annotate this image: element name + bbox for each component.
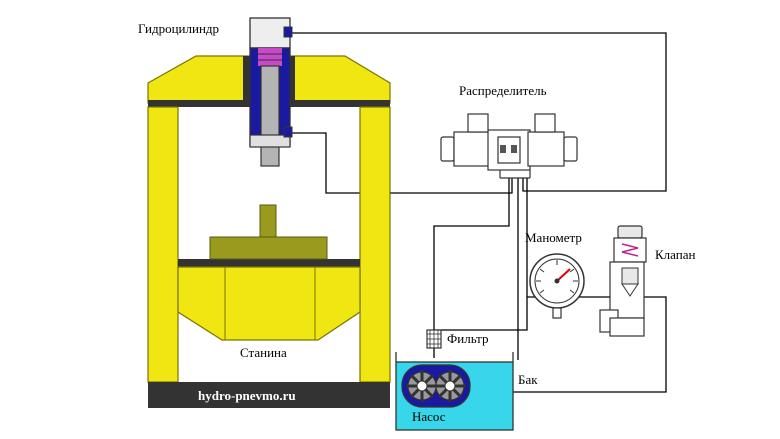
pipe-pressure-line-to-gauge xyxy=(434,178,528,331)
pipe-cylinder-top-to-distributor xyxy=(290,32,667,192)
label-website: hydro-pnevmo.ru xyxy=(198,388,296,403)
solenoid-valve-icon xyxy=(440,113,578,179)
pipe-pump-to-distributor xyxy=(433,178,510,358)
label-filter: Фильтр xyxy=(447,331,489,346)
filter-icon xyxy=(426,329,442,349)
gear-pump-icon xyxy=(401,364,471,408)
label-manometer: Манометр xyxy=(525,230,582,245)
relief-valve-icon xyxy=(599,225,647,337)
label-pump: Насос xyxy=(412,409,446,424)
label-cylinder: Гидроцилиндр xyxy=(138,21,219,36)
label-distributor: Распределитель xyxy=(459,83,547,98)
pipe-valve-drain xyxy=(513,296,667,393)
pipe-cylinder-bottom-to-distributor xyxy=(290,132,513,194)
frame-base xyxy=(148,382,390,408)
label-frame: Станина xyxy=(240,345,287,360)
frame-table-band xyxy=(178,259,360,267)
label-tank: Бак xyxy=(518,372,538,387)
label-valve: Клапан xyxy=(655,247,695,262)
pressure-gauge-icon xyxy=(529,253,585,319)
frame-table xyxy=(177,266,361,341)
tank xyxy=(395,352,514,431)
hydraulic-cylinder xyxy=(249,17,293,167)
frame-right-column xyxy=(359,106,391,383)
press-platen xyxy=(209,204,328,260)
frame-left-column xyxy=(147,106,179,383)
